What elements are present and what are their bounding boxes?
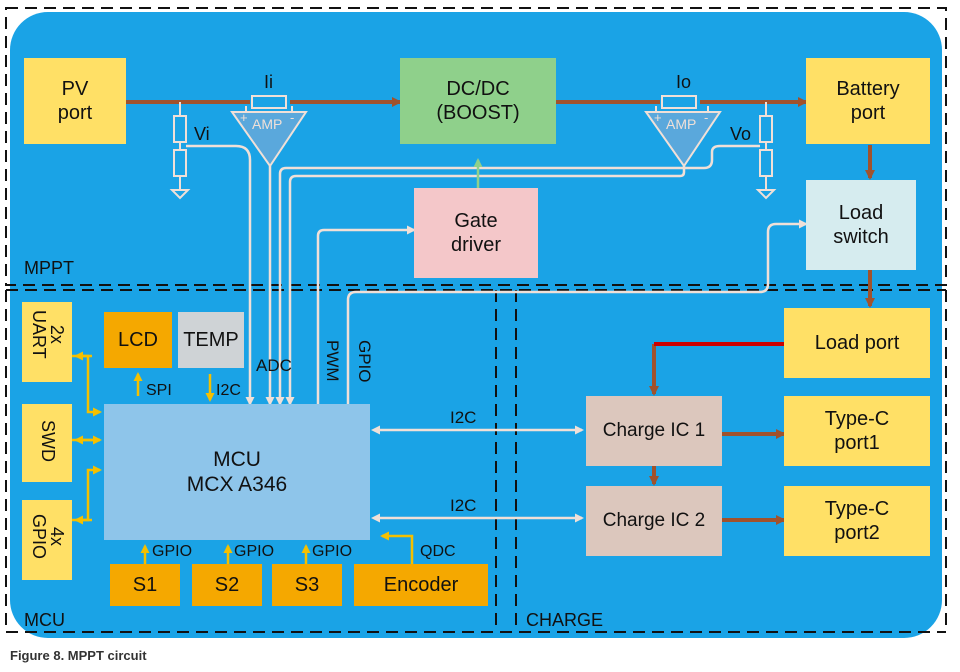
encoder-block: Encoder: [354, 564, 488, 606]
vi-label: Vi: [194, 124, 210, 144]
temp-sensor-block: TEMP: [178, 312, 244, 368]
dcdc-boost-block: DC/DC (BOOST): [400, 58, 556, 144]
mcu-section-label: MCU: [24, 610, 65, 630]
gpio-s3-label: GPIO: [312, 543, 353, 560]
amp-in-plus: +: [240, 110, 248, 125]
spi-label: SPI: [146, 382, 172, 399]
s3-button: S3: [272, 564, 342, 606]
figure-caption: Figure 8. MPPT circuit: [10, 648, 147, 663]
ii-label: Ii: [264, 72, 273, 92]
vo-label: Vo: [730, 124, 752, 144]
section-borders: [5, 7, 947, 633]
typec-port1: Type-C port1: [784, 396, 930, 466]
load-port: Load port: [784, 308, 930, 378]
swd-block: SWD: [22, 404, 72, 482]
uart-block: 2x UART: [22, 302, 72, 382]
gate-driver: Gate driver: [414, 188, 538, 278]
gpio-s1-label: GPIO: [152, 543, 193, 560]
charge-section-label: CHARGE: [526, 610, 604, 630]
i2c-links: [371, 425, 584, 523]
mcu-block: MCU MCX A346: [104, 404, 370, 540]
gpio4-label: 4x GPIO: [29, 514, 67, 560]
qdc-label: QDC: [420, 543, 456, 560]
mcu-peripheral-lines: [72, 351, 414, 564]
gpio-s2-label: GPIO: [234, 543, 275, 560]
uart-label: 2x UART: [29, 310, 67, 359]
battery-port: Battery port: [806, 58, 930, 144]
amp-in-label: AMP: [252, 116, 283, 132]
swd-label: SWD: [38, 420, 58, 462]
pwm-label: PWM: [323, 340, 342, 382]
typec-port2: Type-C port2: [784, 486, 930, 556]
s1-button: S1: [110, 564, 180, 606]
voltage-dividers: [169, 102, 777, 200]
i2c-label-1: I2C: [450, 408, 477, 427]
adc-label: ADC: [256, 356, 292, 375]
lcd-block: LCD: [104, 312, 172, 368]
amplifiers: [230, 106, 722, 168]
pv-port: PV port: [24, 58, 126, 144]
amp-out-plus: +: [654, 110, 662, 125]
charge-ic1: Charge IC 1: [586, 396, 722, 466]
amp-out-minus: -: [704, 110, 709, 125]
adc-signal-lines: [186, 144, 808, 406]
shunt-resistors: [251, 95, 697, 109]
mppt-section-label: MPPT: [24, 258, 75, 278]
s2-button: S2: [192, 564, 262, 606]
io-label: Io: [676, 72, 692, 92]
power-path: [126, 97, 875, 525]
charge-ic2: Charge IC 2: [586, 486, 722, 556]
load-switch: Load switch: [806, 180, 916, 270]
i2c-label-2: I2C: [450, 496, 477, 515]
amp-out-label: AMP: [666, 116, 697, 132]
gpio-top-label: GPIO: [355, 340, 374, 383]
gpio4-block: 4x GPIO: [22, 500, 72, 580]
amp-in-minus: -: [290, 110, 295, 125]
i2c-temp-label: I2C: [216, 382, 241, 399]
